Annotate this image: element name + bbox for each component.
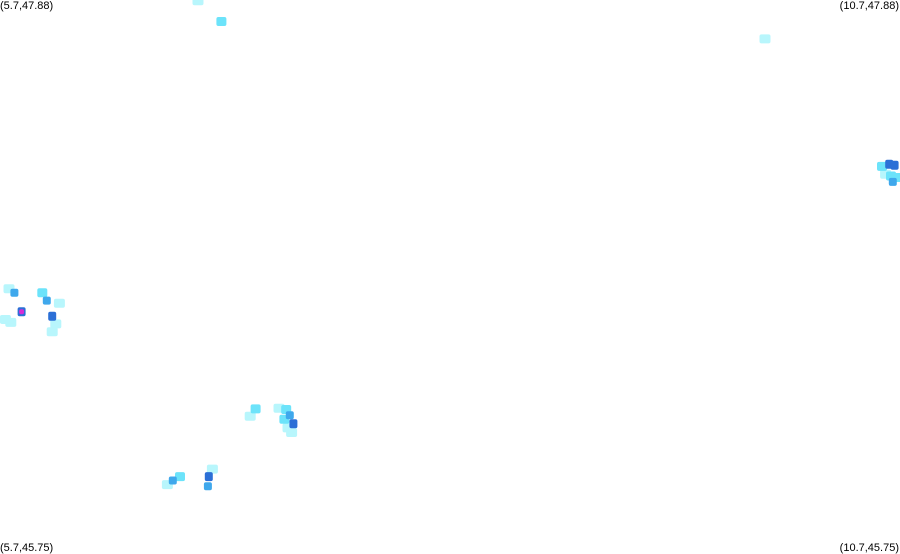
precip-cell-medium: [10, 288, 19, 297]
precip-cell-light: [175, 472, 185, 482]
precip-cell-lightest: [759, 34, 771, 44]
precip-cell-dark: [48, 311, 57, 321]
precip-cell-lightest: [46, 327, 58, 337]
precip-cell-medium: [168, 476, 177, 485]
precip-cell-light: [250, 404, 261, 414]
precip-cell-medium: [285, 411, 294, 420]
precip-cell-lightest: [5, 317, 17, 327]
precip-cell-medium: [42, 296, 51, 305]
precip-cell-lightest: [50, 319, 62, 329]
precip-cell-lightest: [206, 464, 218, 474]
precip-cell-lightest: [244, 411, 256, 421]
precip-cell-peak: [19, 309, 25, 315]
precip-cell-medium: [203, 482, 212, 491]
precip-cell-dark: [204, 472, 213, 482]
precip-cell-lightest: [286, 428, 298, 437]
corner-label-top-right: (10.7,47.88): [839, 0, 899, 12]
precip-cell-medium: [888, 177, 897, 186]
corner-label-bottom-right: (10.7,45.75): [839, 542, 899, 554]
precip-cell-lightest: [53, 298, 65, 308]
corner-label-bottom-left: (5.7,45.75): [0, 542, 54, 554]
precip-cell-light: [37, 288, 48, 298]
precip-cell-light: [216, 17, 227, 26]
precip-cell-lightest: [192, 0, 204, 6]
precip-cell-light: [877, 161, 887, 171]
precip-cell-dark: [890, 160, 899, 170]
precip-cell-dark: [289, 419, 298, 429]
corner-label-top-left: (5.7,47.88): [0, 0, 54, 12]
